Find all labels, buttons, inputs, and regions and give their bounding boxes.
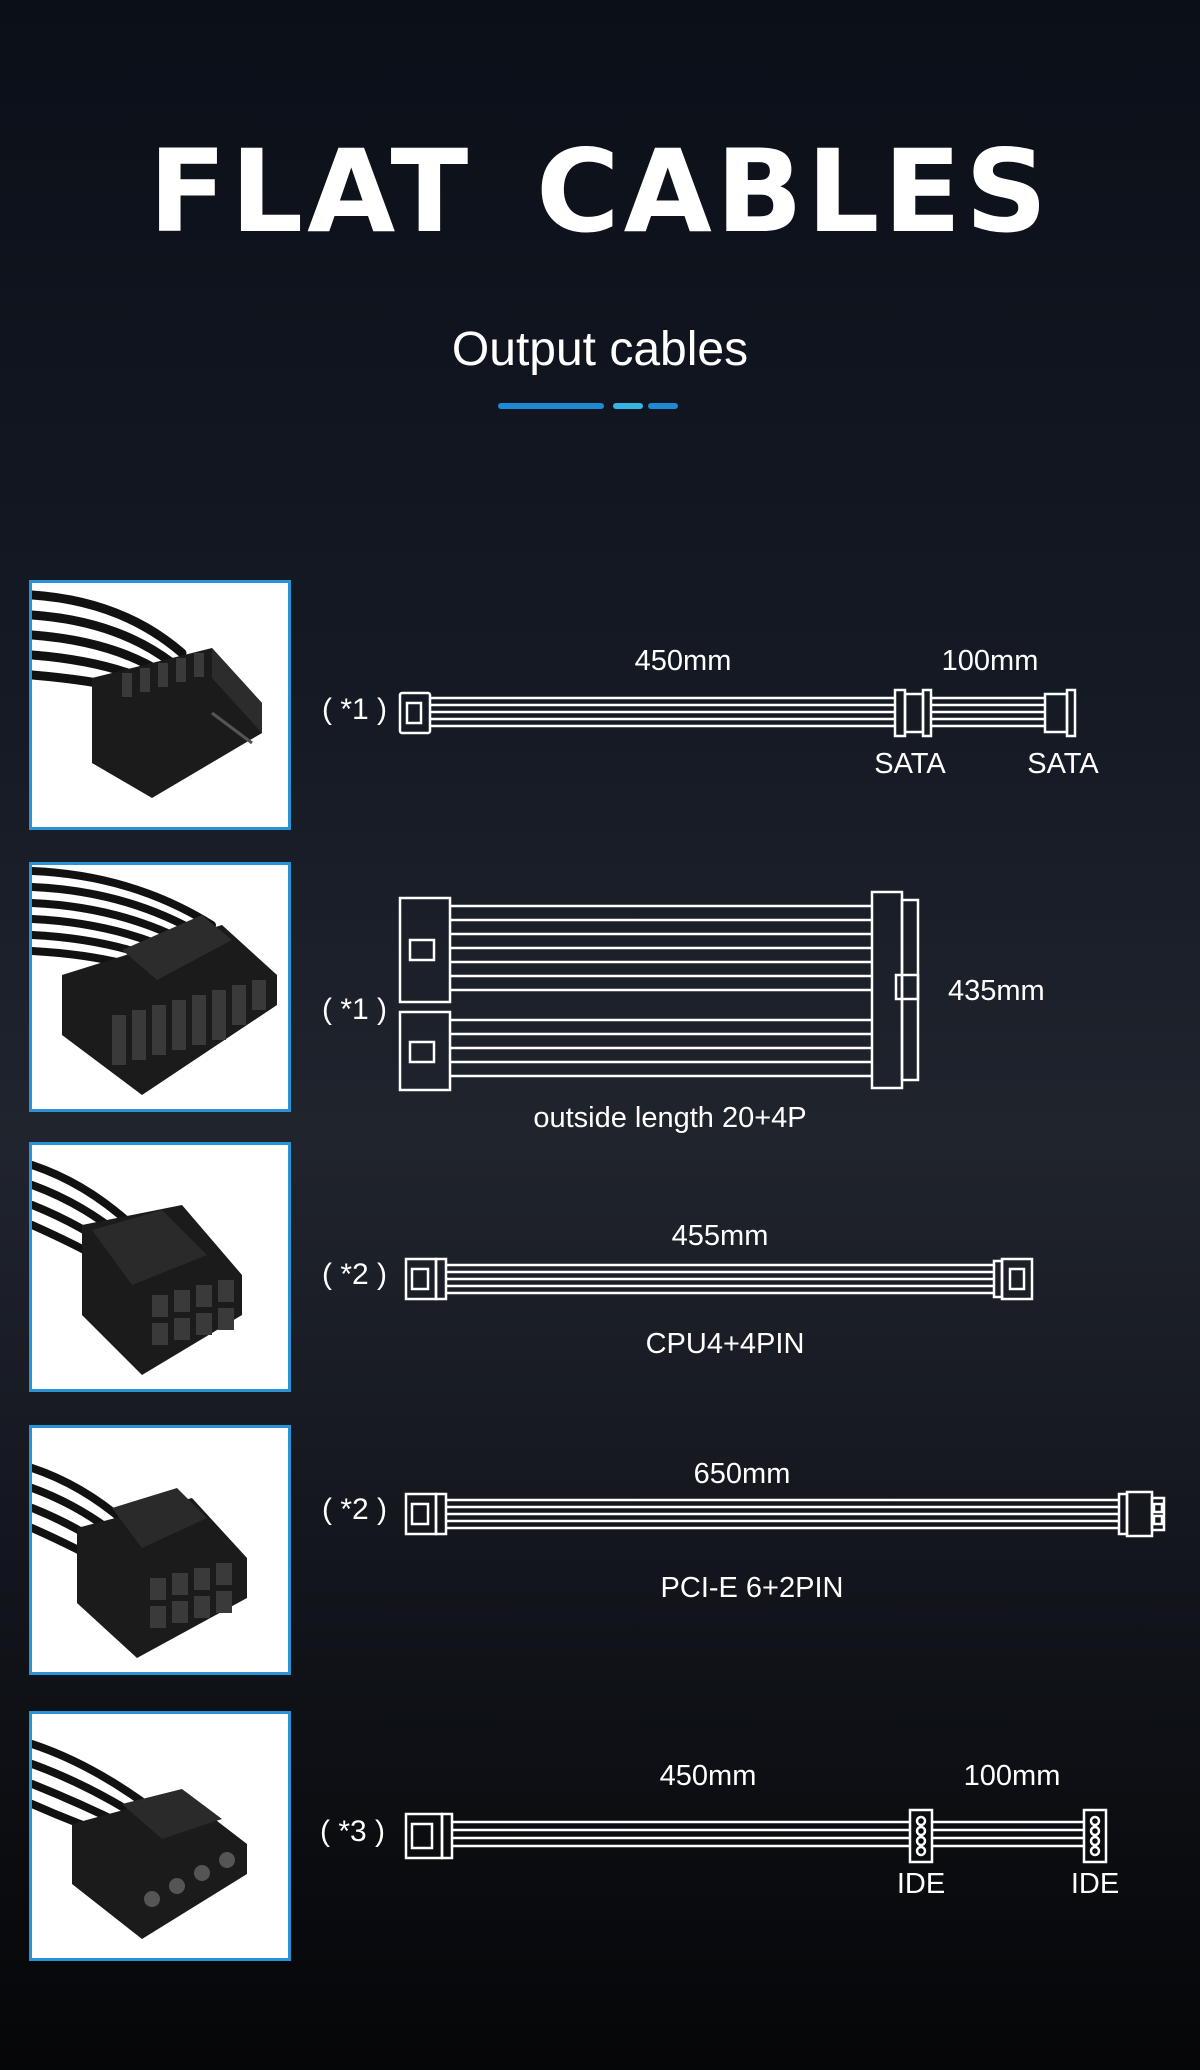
cable-name: outside length 20+4P: [533, 1102, 807, 1134]
connector-label: IDE: [1070, 1868, 1120, 1900]
cable-length-extension: 100mm: [941, 645, 1039, 677]
cable-qty: ( *1 ): [322, 993, 388, 1026]
connector-label: IDE: [896, 1868, 946, 1900]
pcie-cable-diagram: [404, 1490, 1166, 1538]
cable-qty: ( *1 ): [322, 693, 388, 726]
cable-length-main: 450mm: [659, 1760, 757, 1792]
title-divider: [498, 403, 678, 409]
molex-ide-connector-photo: [29, 1711, 291, 1961]
cable-length: 435mm: [948, 975, 1045, 1007]
cable-qty: ( *2 ): [322, 1258, 388, 1291]
cable-qty: ( *3 ): [320, 1815, 386, 1848]
cable-length-extension: 100mm: [963, 1760, 1061, 1792]
pcie-8pin-connector-photo: [29, 1425, 291, 1675]
page-title: FLAT CABLES: [148, 125, 1052, 258]
atx-24pin-cable-diagram: [398, 890, 920, 1092]
cable-qty: ( *2 ): [322, 1493, 388, 1526]
section-subtitle: Output cables: [451, 323, 749, 376]
sata-connector-photo: [29, 580, 291, 830]
connector-label: SATA: [1027, 748, 1099, 780]
cable-length: 455mm: [671, 1220, 769, 1252]
cable-length-main: 450mm: [634, 645, 732, 677]
cable-length: 650mm: [693, 1458, 791, 1490]
atx-24pin-connector-photo: [29, 862, 291, 1112]
molex-ide-cable-diagram: [404, 1808, 1108, 1864]
cpu-cable-diagram: [404, 1257, 1034, 1301]
cpu-8pin-connector-photo: [29, 1142, 291, 1392]
connector-label: SATA: [874, 748, 946, 780]
cable-name: CPU4+4PIN: [645, 1328, 805, 1360]
cable-name: PCI-E 6+2PIN: [660, 1572, 844, 1604]
sata-cable-diagram: [398, 688, 1077, 738]
